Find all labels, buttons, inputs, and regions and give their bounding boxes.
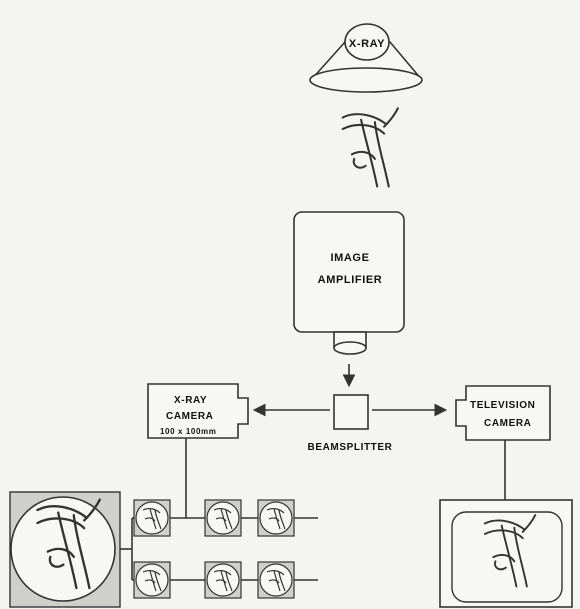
xray-camera-label-2: CAMERA [166,411,214,422]
xray-camera-label-1: X-RAY [174,395,207,406]
beamsplitter-label: BEAMSPLITTER [308,442,393,453]
film-frame-icon [257,499,295,537]
coronary-vessel-icon [341,107,399,188]
tv-camera-label-2: CAMERA [484,418,532,429]
large-film-frame [9,491,121,608]
film-frame-icon [133,561,171,599]
amplifier-label-2: AMPLIFIER [318,274,383,286]
xray-source: X-RAY [309,23,423,93]
film-frame-icon [257,561,295,599]
xray-camera: X-RAY CAMERA 100 x 100mm [147,383,249,439]
tv-monitor [439,499,573,608]
film-frame-icon [133,499,171,537]
amplifier-label-1: IMAGE [330,252,369,264]
film-frame-icon [204,499,242,537]
beamsplitter: BEAMSPLITTER [308,394,393,453]
tv-camera-label-1: TELEVISION [470,400,535,411]
xray-source-label: X-RAY [349,38,385,50]
image-amplifier: IMAGE AMPLIFIER [293,211,405,355]
television-camera: TELEVISION CAMERA [455,385,551,441]
xray-camera-label-3: 100 x 100mm [160,427,216,436]
film-frame-icon [204,561,242,599]
